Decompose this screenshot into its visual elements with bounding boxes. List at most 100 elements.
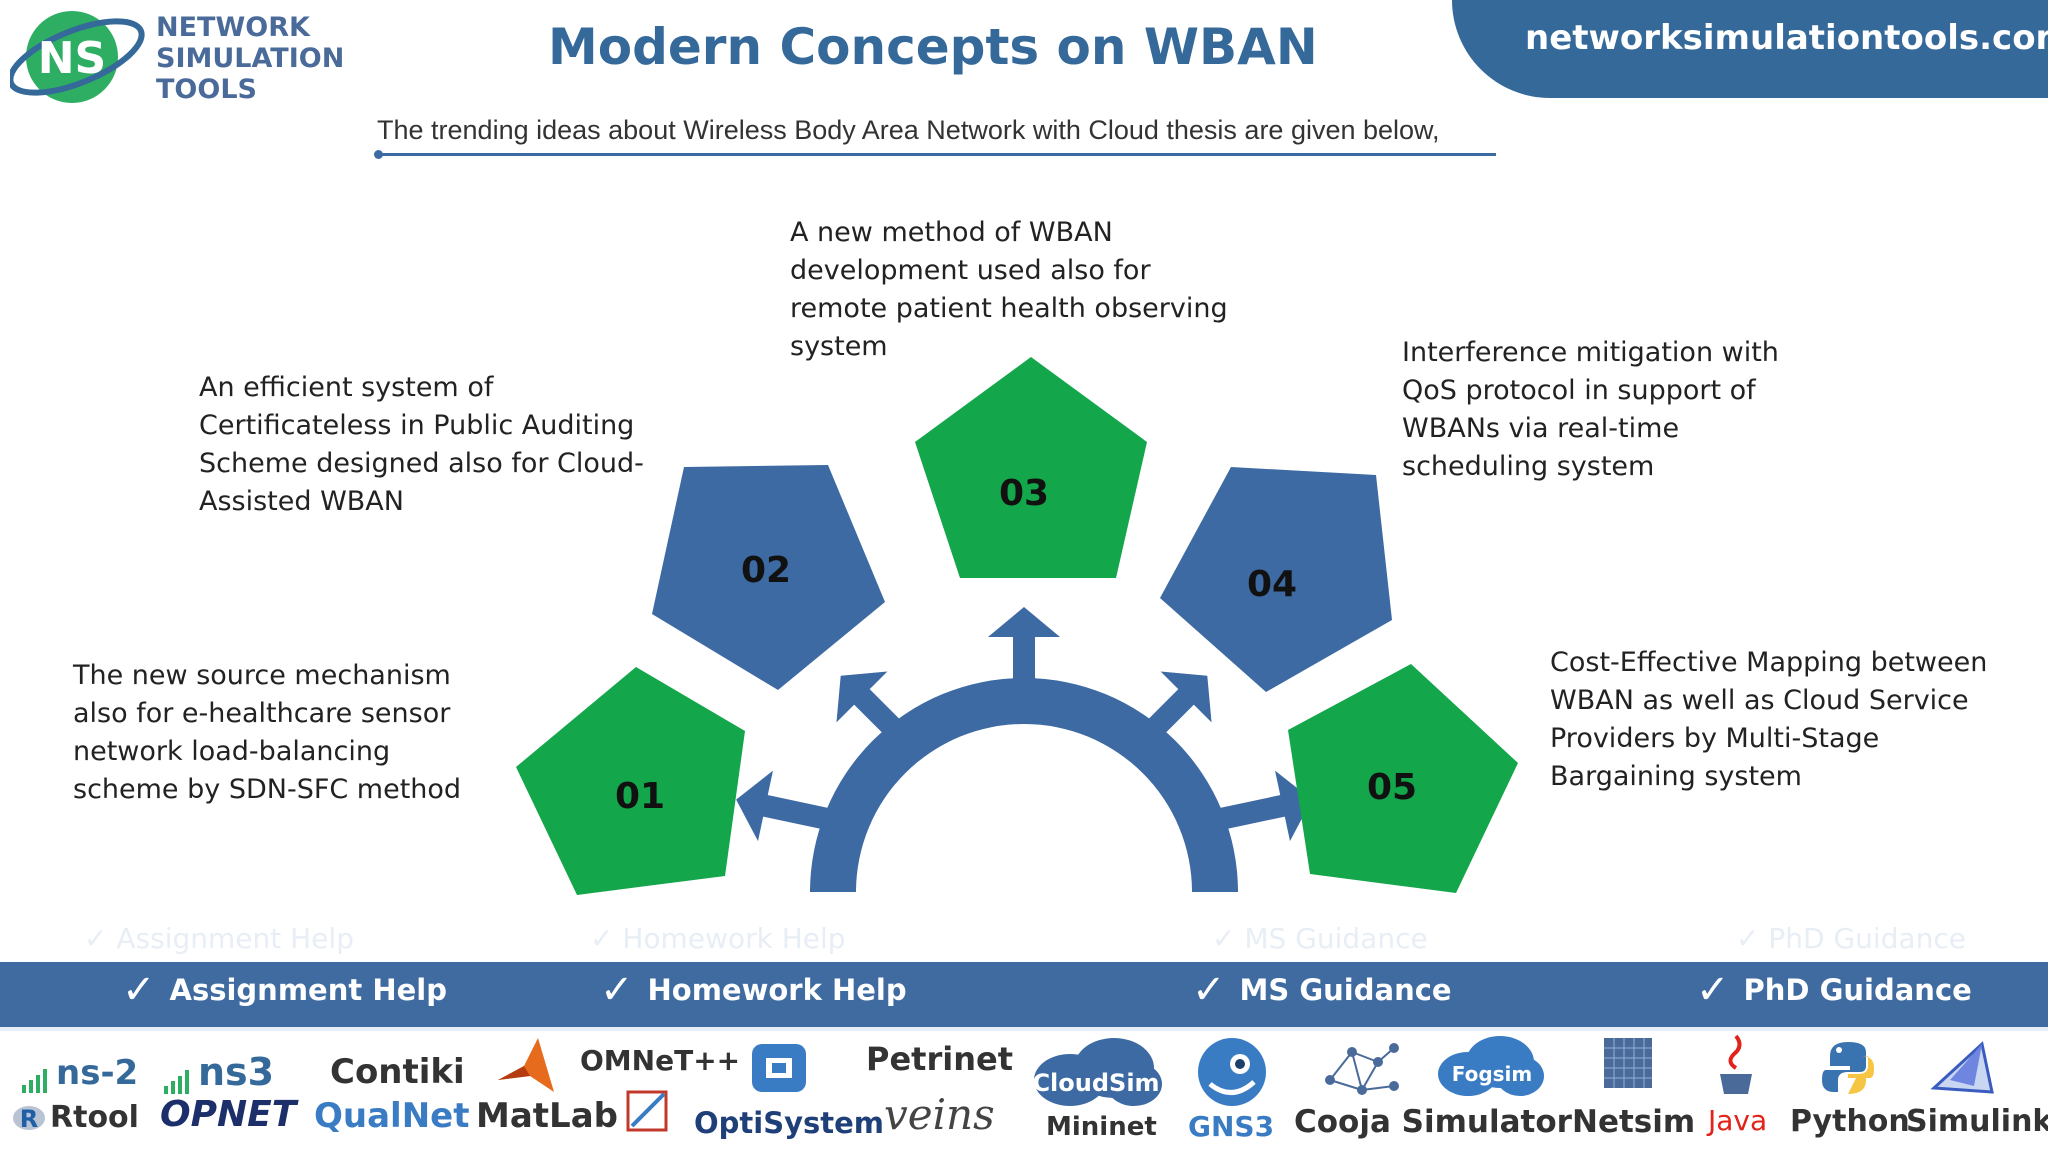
pentagon-01: 01 <box>516 667 745 895</box>
service-phd-guidance[interactable]: ✓ PhD Guidance <box>1696 970 1972 1010</box>
fogsim-cloud-icon: Fogsim <box>1438 1036 1544 1096</box>
ghost-homework: ✓ Homework Help <box>590 922 846 955</box>
tool-fogsim-label: Fogsim <box>1452 1062 1533 1086</box>
tool-ns2-label: ns-2 <box>56 1053 139 1093</box>
check-icon: ✓ <box>1192 967 1226 1013</box>
arrow-left <box>736 770 835 842</box>
idea-02-text: An efficient system of Certificateless i… <box>199 369 644 521</box>
tool-ns3: ns3 <box>164 1050 274 1094</box>
tool-cooja: Cooja Simulator <box>1294 1104 1572 1140</box>
tool-ns2: ns-2 <box>22 1053 138 1093</box>
pentagon-05-number: 05 <box>1367 767 1417 808</box>
python-icon <box>1822 1042 1874 1094</box>
idea-05-line: Providers by Multi-Stage <box>1550 723 1880 754</box>
check-icon: ✓ <box>600 967 634 1013</box>
signal-bars-icon <box>164 1070 189 1094</box>
idea-04-line: Interference mitigation with <box>1402 337 1779 368</box>
pentagon-04: 04 <box>1160 467 1392 692</box>
idea-01-text: The new source mechanism also for e-heal… <box>73 657 461 809</box>
idea-02-line: Certificateless in Public Auditing <box>199 410 635 441</box>
idea-05-line: WBAN as well as Cloud Service <box>1550 685 1969 716</box>
arrow-right <box>1213 770 1312 842</box>
idea-03-line: A new method of WBAN <box>790 217 1113 248</box>
idea-02-line: Scheme designed also for Cloud- <box>199 448 644 479</box>
signal-bars-icon <box>22 1069 47 1093</box>
svg-text:R: R <box>20 1105 38 1133</box>
matlab-icon <box>498 1038 554 1092</box>
service-label: MS Guidance <box>1239 973 1452 1007</box>
idea-01-line: The new source mechanism <box>73 660 451 691</box>
tool-rtool: R Rtool <box>12 1100 139 1135</box>
idea-03-line: remote patient health observing <box>790 293 1228 324</box>
idea-03-text: A new method of WBAN development used al… <box>790 214 1228 366</box>
page-subtitle: The trending ideas about Wireless Body A… <box>377 115 1440 145</box>
java-cup-icon <box>1720 1034 1752 1094</box>
tool-mininet: Mininet <box>1046 1112 1157 1142</box>
pentagon-05: 05 <box>1288 664 1518 893</box>
ghost-assignment: ✓ Assignment Help <box>84 922 354 955</box>
netsim-grid-icon <box>1604 1038 1652 1088</box>
subtitle-underline <box>378 153 1496 156</box>
simulink-icon <box>1930 1041 1994 1094</box>
tool-contiki: Contiki <box>330 1052 465 1092</box>
pentagon-04-number: 04 <box>1247 564 1297 605</box>
cloudsim-cloud-icon: CloudSim <box>1032 1038 1162 1106</box>
service-label: PhD Guidance <box>1743 973 1972 1007</box>
tool-omnet: OMNeT++ <box>580 1044 741 1077</box>
arrow-up <box>988 607 1060 705</box>
cooja-network-icon <box>1325 1043 1399 1095</box>
site-banner <box>1452 0 2048 98</box>
idea-04-line: scheduling system <box>1402 451 1655 482</box>
logo-text: NETWORK SIMULATION TOOLS <box>156 12 344 105</box>
tool-ns3-label: ns3 <box>198 1050 275 1094</box>
service-label: Assignment Help <box>169 973 447 1007</box>
ghost-ms: ✓ MS Guidance <box>1212 922 1428 955</box>
tool-simulink: Simulink <box>1906 1104 2048 1139</box>
tool-python: Python <box>1790 1104 1910 1139</box>
optisystem-icon <box>752 1044 806 1092</box>
idea-05-text: Cost-Effective Mapping between WBAN as w… <box>1550 644 1987 796</box>
pentagon-02-number: 02 <box>741 550 791 591</box>
idea-05-line: Bargaining system <box>1550 761 1802 792</box>
services-band <box>0 962 2048 1027</box>
r-logo-icon: R <box>13 1105 45 1133</box>
tool-gns3: GNS3 <box>1188 1110 1275 1143</box>
idea-03-line: development used also for <box>790 255 1151 286</box>
service-label: Homework Help <box>647 973 907 1007</box>
idea-04-line: WBANs via real-time <box>1402 413 1680 444</box>
idea-04-line: QoS protocol in support of <box>1402 375 1756 406</box>
tool-petrinet: Petrinet <box>866 1040 1013 1078</box>
check-icon: ✓ <box>1696 967 1730 1013</box>
page-title: Modern Concepts on WBAN <box>548 18 1318 76</box>
pentagon-01-number: 01 <box>615 776 665 817</box>
service-homework-help[interactable]: ✓ Homework Help <box>600 970 907 1010</box>
center-arc <box>810 678 1238 892</box>
gns3-chameleon-icon <box>1198 1038 1266 1106</box>
omnet-icon <box>626 1090 668 1132</box>
idea-02-line: Assisted WBAN <box>199 486 404 517</box>
check-icon: ✓ <box>122 967 156 1013</box>
tool-netsim: Netsim <box>1572 1104 1696 1140</box>
tool-optisystem: OptiSystem <box>694 1106 885 1140</box>
tool-cloudsim-label: CloudSim <box>1032 1069 1159 1097</box>
idea-01-line: also for e-healthcare sensor <box>73 698 451 729</box>
tool-matlab: MatLab <box>476 1096 618 1136</box>
logo-line-2: SIMULATION <box>156 43 345 74</box>
tool-veins: veins <box>884 1090 995 1139</box>
idea-01-line: network load-balancing <box>73 736 391 767</box>
site-url[interactable]: networksimulationtools.com <box>1525 18 2048 58</box>
service-ms-guidance[interactable]: ✓ MS Guidance <box>1192 970 1452 1010</box>
subtitle-dot <box>374 150 383 159</box>
pentagon-02: 02 <box>652 465 885 690</box>
tool-rtool-label: Rtool <box>50 1100 139 1135</box>
tool-java: Java <box>1708 1104 1768 1137</box>
tool-opnet: OPNET <box>160 1094 297 1135</box>
idea-02-line: An efficient system of <box>199 372 494 403</box>
logo-line-1: NETWORK <box>156 12 310 43</box>
idea-01-line: scheme by SDN-SFC method <box>73 774 462 805</box>
ns-logo-icon: NS <box>10 11 145 103</box>
tool-qualnet: QualNet <box>314 1096 470 1136</box>
pentagon-03: 03 <box>915 357 1147 578</box>
service-assignment-help[interactable]: ✓ Assignment Help <box>122 970 447 1010</box>
